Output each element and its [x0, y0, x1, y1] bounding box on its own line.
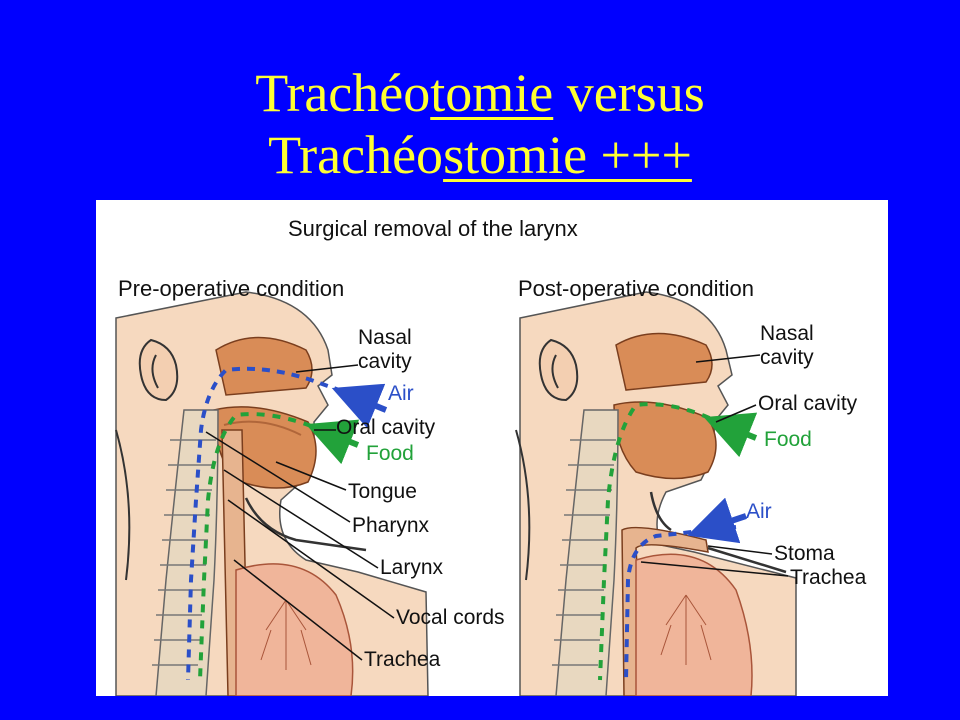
slide-title: Trachéotomie versus Trachéostomie +++: [0, 62, 960, 186]
pre-operative-drawing: [115, 291, 429, 696]
title-underlined-part: tomie: [430, 63, 554, 123]
label-nasal: Nasal: [358, 326, 412, 349]
label-pharynx: Pharynx: [352, 514, 430, 537]
label-cavity: cavity: [358, 350, 412, 373]
title-line-2: Trachéostomie +++: [0, 124, 960, 186]
title-line-1: Trachéotomie versus: [0, 62, 960, 124]
label-tongue: Tongue: [348, 480, 417, 503]
label-cavity: cavity: [760, 346, 814, 369]
title-part: Trachéo: [255, 63, 431, 123]
figure-heading: Surgical removal of the larynx: [288, 216, 578, 241]
anatomy-illustration: [115, 291, 797, 696]
title-underlined-part: stomie +++: [443, 125, 692, 185]
label-trachea: Trachea: [790, 566, 867, 589]
label-larynx: Larynx: [380, 556, 444, 579]
title-part: versus: [553, 63, 705, 123]
label-oral-cavity: Oral cavity: [758, 392, 858, 415]
pre-operative-heading: Pre-operative condition: [118, 276, 345, 301]
label-nasal: Nasal: [760, 322, 814, 345]
label-food: Food: [366, 442, 414, 465]
label-oral-cavity: Oral cavity: [336, 416, 436, 439]
label-vocal-cords: Vocal cords: [396, 606, 505, 629]
label-stoma: Stoma: [774, 542, 835, 565]
label-air: Air: [746, 500, 772, 523]
label-air: Air: [388, 382, 414, 405]
post-operative-heading: Post-operative condition: [518, 276, 755, 301]
label-trachea: Trachea: [364, 648, 441, 671]
label-food: Food: [764, 428, 812, 451]
post-operative-drawing: [515, 291, 797, 696]
title-part: Trachéo: [268, 125, 444, 185]
anatomy-figure: Surgical removal of the larynx Pre-opera…: [96, 200, 888, 696]
